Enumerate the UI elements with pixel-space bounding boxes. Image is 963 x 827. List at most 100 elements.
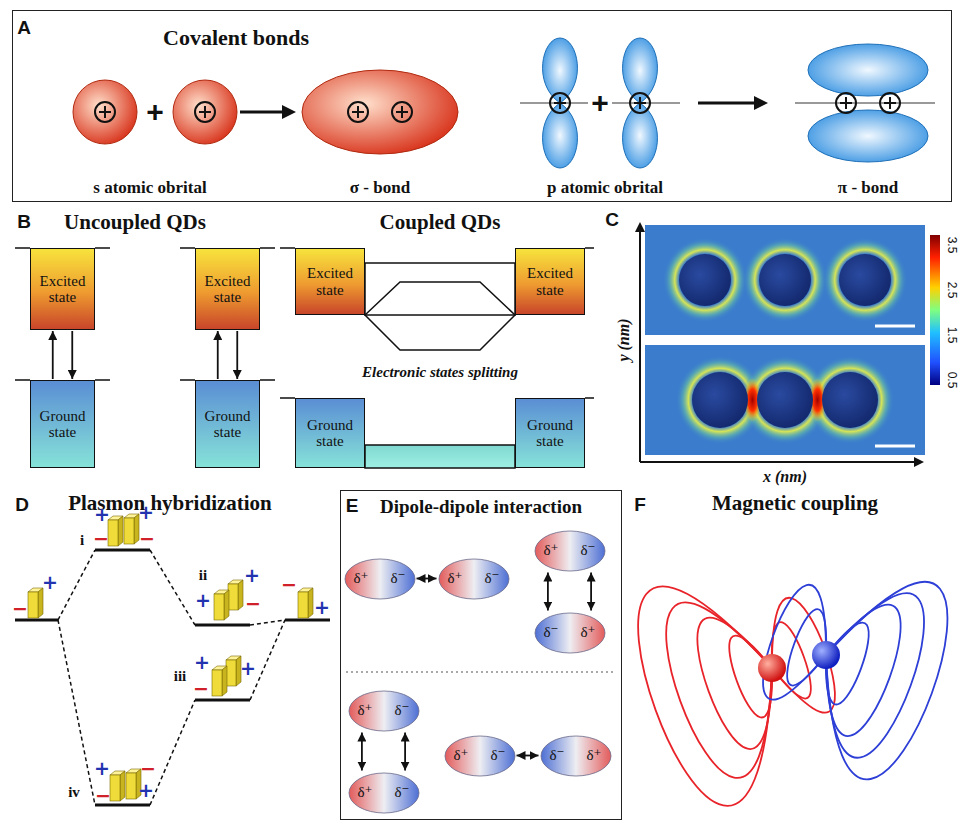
ellipsoid-outline xyxy=(535,531,605,571)
coupled-barrier xyxy=(365,263,515,315)
scale-bar xyxy=(875,445,915,448)
node-text: δ⁺ xyxy=(358,703,373,718)
field-halo xyxy=(663,238,747,322)
nucleus-symbol xyxy=(880,93,900,113)
nanorod xyxy=(298,588,313,618)
state-splitting-hexagon xyxy=(365,282,515,350)
scale-bar xyxy=(875,325,915,328)
excited-state-box: Excited state xyxy=(195,248,260,330)
ground-state-box: Ground state xyxy=(295,398,365,468)
nucleus-symbol xyxy=(630,93,650,113)
field-background xyxy=(645,345,925,455)
transition-arrow xyxy=(217,331,219,379)
panel-letter: A xyxy=(17,17,31,39)
ellipsoid-outline xyxy=(439,559,509,599)
ground-state-box: Ground state xyxy=(30,380,95,468)
field-line xyxy=(685,603,796,756)
field-halo xyxy=(743,238,827,322)
field-map-upper xyxy=(645,225,925,335)
energy-level xyxy=(285,619,330,622)
pi-bond-lobe xyxy=(808,110,928,162)
orbital-label: p atomic obrital xyxy=(547,178,663,198)
ground-state-box: Ground state xyxy=(195,380,260,468)
field-line xyxy=(802,590,913,743)
charge-sign: + xyxy=(94,503,110,525)
node-text: δ⁺ xyxy=(587,748,602,763)
node-text: δ⁻ xyxy=(550,748,565,763)
field-line xyxy=(790,557,963,791)
colorbar xyxy=(930,235,940,385)
nucleus-symbol xyxy=(95,102,115,122)
correlation-line xyxy=(150,550,195,625)
node-text: δ⁻ xyxy=(581,543,596,558)
plus-operator: + xyxy=(591,86,609,120)
charge-sign: + xyxy=(195,589,211,611)
well-ledge xyxy=(280,248,594,398)
mode-numeral: i xyxy=(80,532,84,549)
excited-state-box: Excited state xyxy=(295,248,365,315)
charge-sign: − xyxy=(193,677,209,699)
transition-arrow xyxy=(590,573,592,611)
nucleus-symbols xyxy=(95,93,900,122)
mode-numeral: iv xyxy=(68,784,80,801)
magnetic-particle xyxy=(812,641,840,669)
nanoparticle xyxy=(822,372,878,428)
axis-label: y (nm) xyxy=(615,318,633,361)
node-text: δ⁻ xyxy=(544,625,559,640)
nucleus-symbol xyxy=(396,106,408,118)
bond-label: σ - bond xyxy=(350,178,410,198)
dipole-ellipsoid: δ⁺δ⁻ xyxy=(348,690,420,732)
field-line xyxy=(811,614,876,708)
node-text: Excited state xyxy=(298,265,362,298)
excited-state-box: Excited state xyxy=(30,248,95,330)
nucleus-symbol xyxy=(352,106,364,118)
nanoparticle xyxy=(839,254,891,306)
node-text: δ⁻ xyxy=(491,748,506,763)
pi-bond-lobe xyxy=(808,44,928,96)
dipole-ellipsoid: δ⁻ δ⁺ xyxy=(540,735,612,777)
field-halo xyxy=(676,356,764,444)
charge-sign: − xyxy=(12,597,28,619)
panel-letter: F xyxy=(634,494,646,516)
excited-state-box: Excited state xyxy=(515,248,585,315)
charge-sign: + xyxy=(244,564,260,586)
reaction-arrow xyxy=(240,111,284,114)
field-halo xyxy=(741,356,829,444)
bond-axis xyxy=(795,102,935,104)
nucleus-symbol xyxy=(348,102,368,122)
charge-sign: − xyxy=(140,757,156,779)
nucleus-symbol xyxy=(840,97,852,109)
transition-arrow xyxy=(236,331,238,379)
transition-arrow xyxy=(404,733,406,771)
panel-letter: D xyxy=(15,494,29,516)
reaction-arrowhead xyxy=(754,96,768,110)
transition-arrow xyxy=(517,755,539,757)
nucleus-symbol xyxy=(550,93,570,113)
colorbar-tick: 2.5 xyxy=(945,282,959,299)
nucleus-symbol xyxy=(554,97,566,109)
node-text: Excited state xyxy=(33,273,92,306)
charge-sign: + xyxy=(94,757,110,779)
nucleus-symbol xyxy=(836,93,856,113)
ellipsoid-outline xyxy=(535,613,605,653)
charge-sign: + xyxy=(42,571,58,593)
y-axis xyxy=(639,230,641,462)
dipole-ellipsoid: δ⁺δ⁻ xyxy=(438,558,510,600)
nanorod xyxy=(228,580,243,610)
nanoparticle xyxy=(759,254,811,306)
ellipsoid-outline xyxy=(345,559,415,599)
panel-title: Coupled QDs xyxy=(380,210,501,235)
charge-sign: − xyxy=(139,527,155,549)
bond-label: π - bond xyxy=(838,178,898,198)
colorbar-tick: 1.5 xyxy=(945,327,959,344)
colorbar-tick: 3.5 xyxy=(945,237,959,254)
field-line xyxy=(722,627,787,721)
nanorod xyxy=(108,516,123,546)
correlation-lines xyxy=(58,550,285,805)
node-text: δ⁺ xyxy=(454,748,469,763)
charge-sign: + xyxy=(138,501,154,523)
nanorod xyxy=(28,588,43,618)
charge-sign: + xyxy=(314,596,330,618)
